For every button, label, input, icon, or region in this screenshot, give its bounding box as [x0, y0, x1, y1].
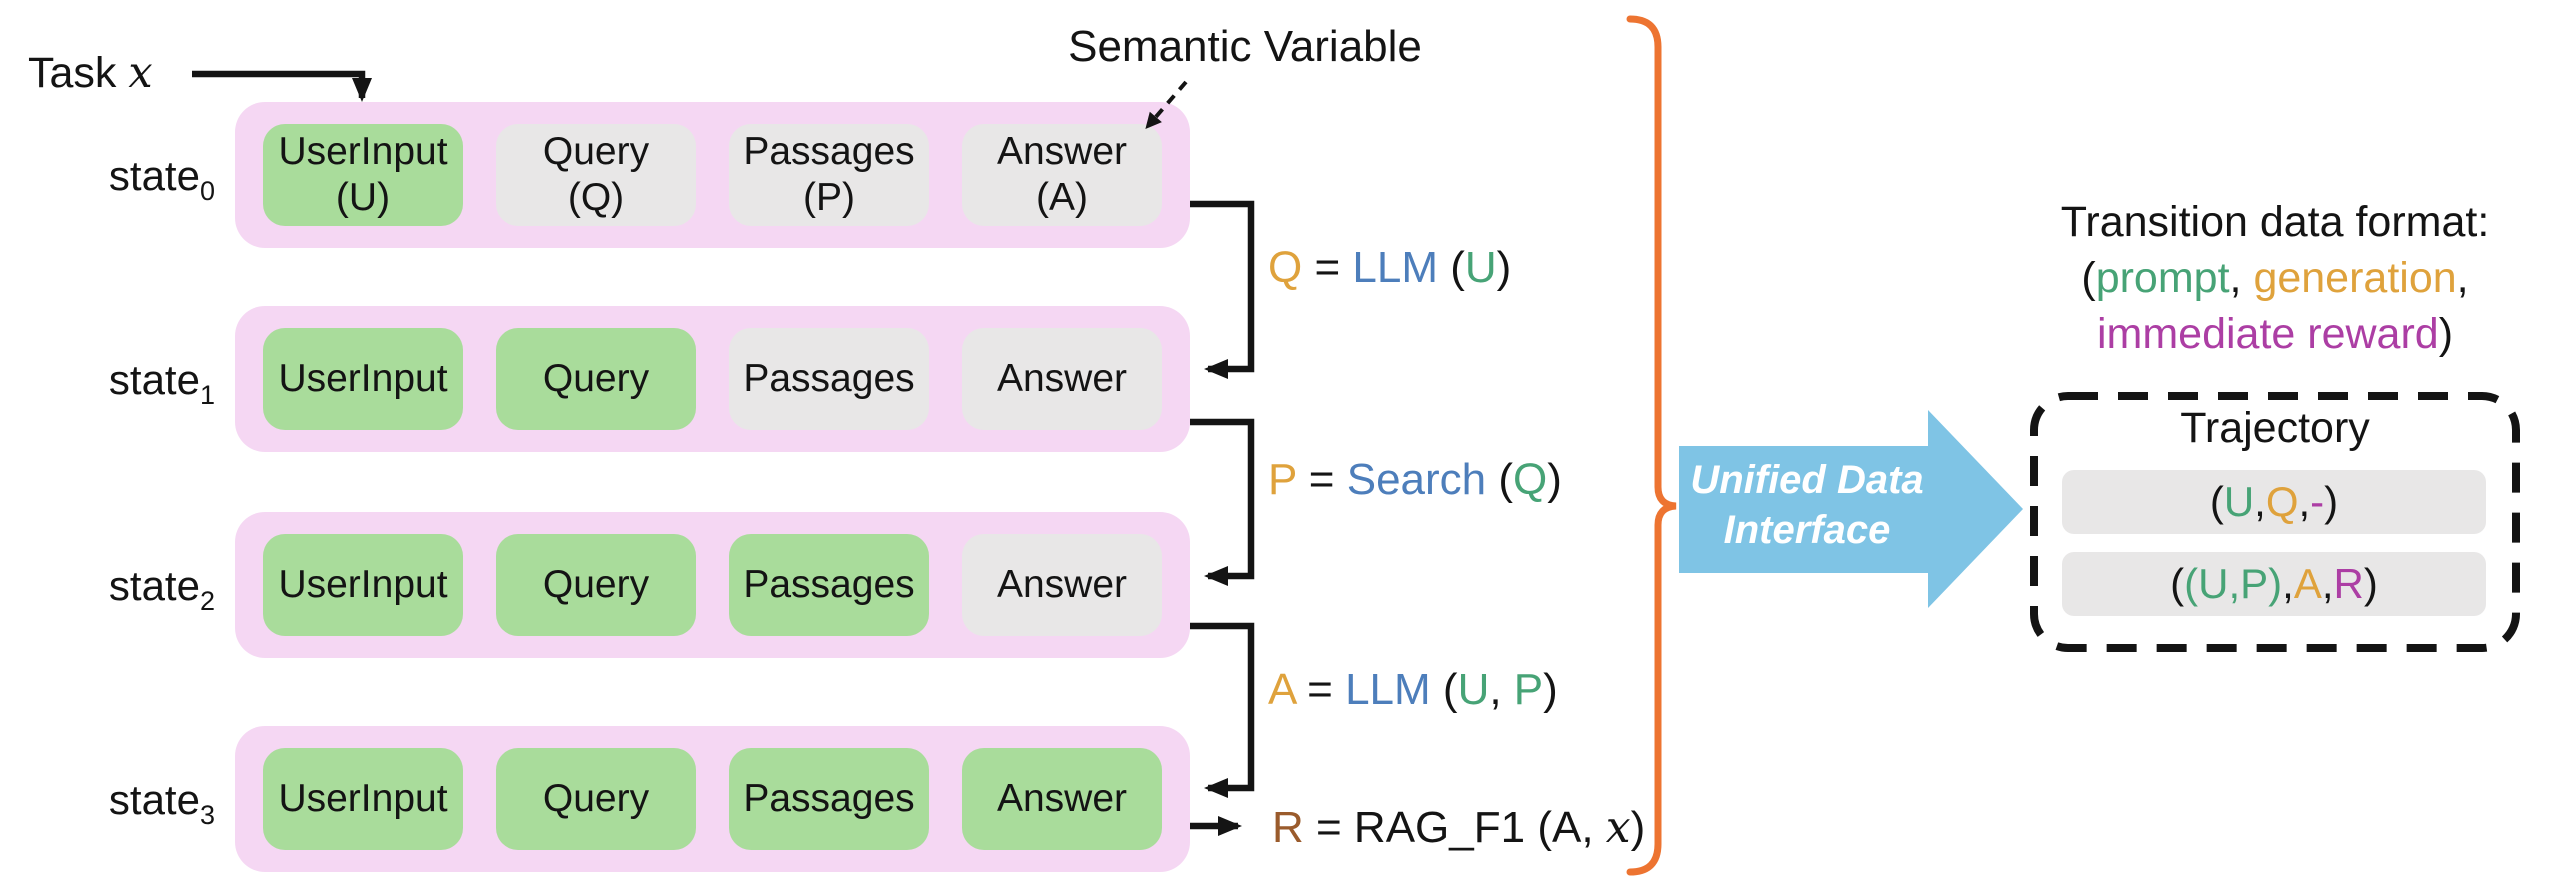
transition-eq-query: Q = LLM (U): [1268, 243, 1512, 292]
state3-userinput-box: UserInput: [263, 748, 463, 850]
trajectory-row-1: ((U,P), A, R): [2062, 552, 2486, 616]
var-symbol: (A): [1036, 176, 1088, 219]
trajectory-title: Trajectory: [2180, 404, 2370, 452]
semantic-variable-label: Semantic Variable: [1068, 22, 1422, 71]
state0-row: UserInput (U) Query (Q) Passages (P) Ans…: [235, 102, 1190, 248]
state2-row: UserInput Query Passages Answer: [235, 512, 1190, 658]
state0-query-box: Query (Q): [496, 124, 696, 226]
var-label: Answer: [996, 563, 1128, 606]
task-arrow: [192, 70, 372, 102]
task-label: Task x: [28, 48, 153, 98]
transition-format-line2: (prompt, generation,: [2081, 254, 2469, 302]
var-label: UserInput: [278, 777, 448, 820]
var-label: UserInput: [278, 130, 448, 173]
transition-arrow-0: [1190, 200, 1255, 379]
state2-userinput-box: UserInput: [263, 534, 463, 636]
unified-label-line2: Interface: [1723, 508, 1891, 552]
state2-answer-box: Answer: [962, 534, 1162, 636]
state1-query-box: Query: [496, 328, 696, 430]
transition-format-heading: Transition data format: (prompt, generat…: [2025, 194, 2525, 362]
var-label: UserInput: [278, 357, 448, 400]
state3-passages-box: Passages: [729, 748, 929, 850]
transition-eq-passages: P = Search (Q): [1268, 455, 1562, 504]
var-label: Passages: [743, 130, 915, 173]
state1-passages-box: Passages: [729, 328, 929, 430]
state0-userinput-box: UserInput (U): [263, 124, 463, 226]
state2-query-box: Query: [496, 534, 696, 636]
transition-arrow-2: [1190, 622, 1255, 798]
state2-passages-box: Passages: [729, 534, 929, 636]
state1-label: state1: [108, 356, 215, 410]
transition-format-title: Transition data format:: [2060, 198, 2490, 246]
state3-label: state3: [108, 776, 215, 830]
var-symbol: (Q): [567, 176, 625, 219]
state0-passages-box: Passages (P): [729, 124, 929, 226]
state1-row: UserInput Query Passages Answer: [235, 306, 1190, 452]
state0-label: state0: [108, 152, 215, 206]
var-label: Query: [542, 777, 650, 820]
var-label: Query: [542, 357, 650, 400]
state3-query-box: Query: [496, 748, 696, 850]
state3-answer-box: Answer: [962, 748, 1162, 850]
group-bracket: [1626, 15, 1677, 876]
transition-format-line3: immediate reward): [2096, 310, 2454, 358]
unified-label-line1: Unified Data: [1690, 458, 1924, 502]
var-label: UserInput: [278, 563, 448, 606]
var-label: Query: [542, 130, 650, 173]
state1-userinput-box: UserInput: [263, 328, 463, 430]
state1-answer-box: Answer: [962, 328, 1162, 430]
var-label: Passages: [743, 777, 915, 820]
transition-eq-answer: A = LLM (U, P): [1268, 665, 1558, 714]
state2-label: state2: [108, 562, 215, 616]
state0-answer-box: Answer (A): [962, 124, 1162, 226]
transition-eq-reward: R = RAG_F1 (A, x): [1272, 802, 1646, 853]
var-symbol: (U): [335, 176, 391, 219]
var-label: Answer: [996, 357, 1128, 400]
trajectory-row-0: (U, Q, -): [2062, 470, 2486, 534]
var-label: Query: [542, 563, 650, 606]
var-label: Passages: [743, 357, 915, 400]
var-label: Passages: [743, 563, 915, 606]
unified-data-interface-label: Unified Data Interface: [1662, 455, 1952, 555]
state3-row: UserInput Query Passages Answer: [235, 726, 1190, 872]
var-label: Answer: [996, 130, 1128, 173]
transition-arrow-1: [1190, 418, 1255, 586]
var-label: Answer: [996, 777, 1128, 820]
var-symbol: (P): [803, 176, 855, 219]
